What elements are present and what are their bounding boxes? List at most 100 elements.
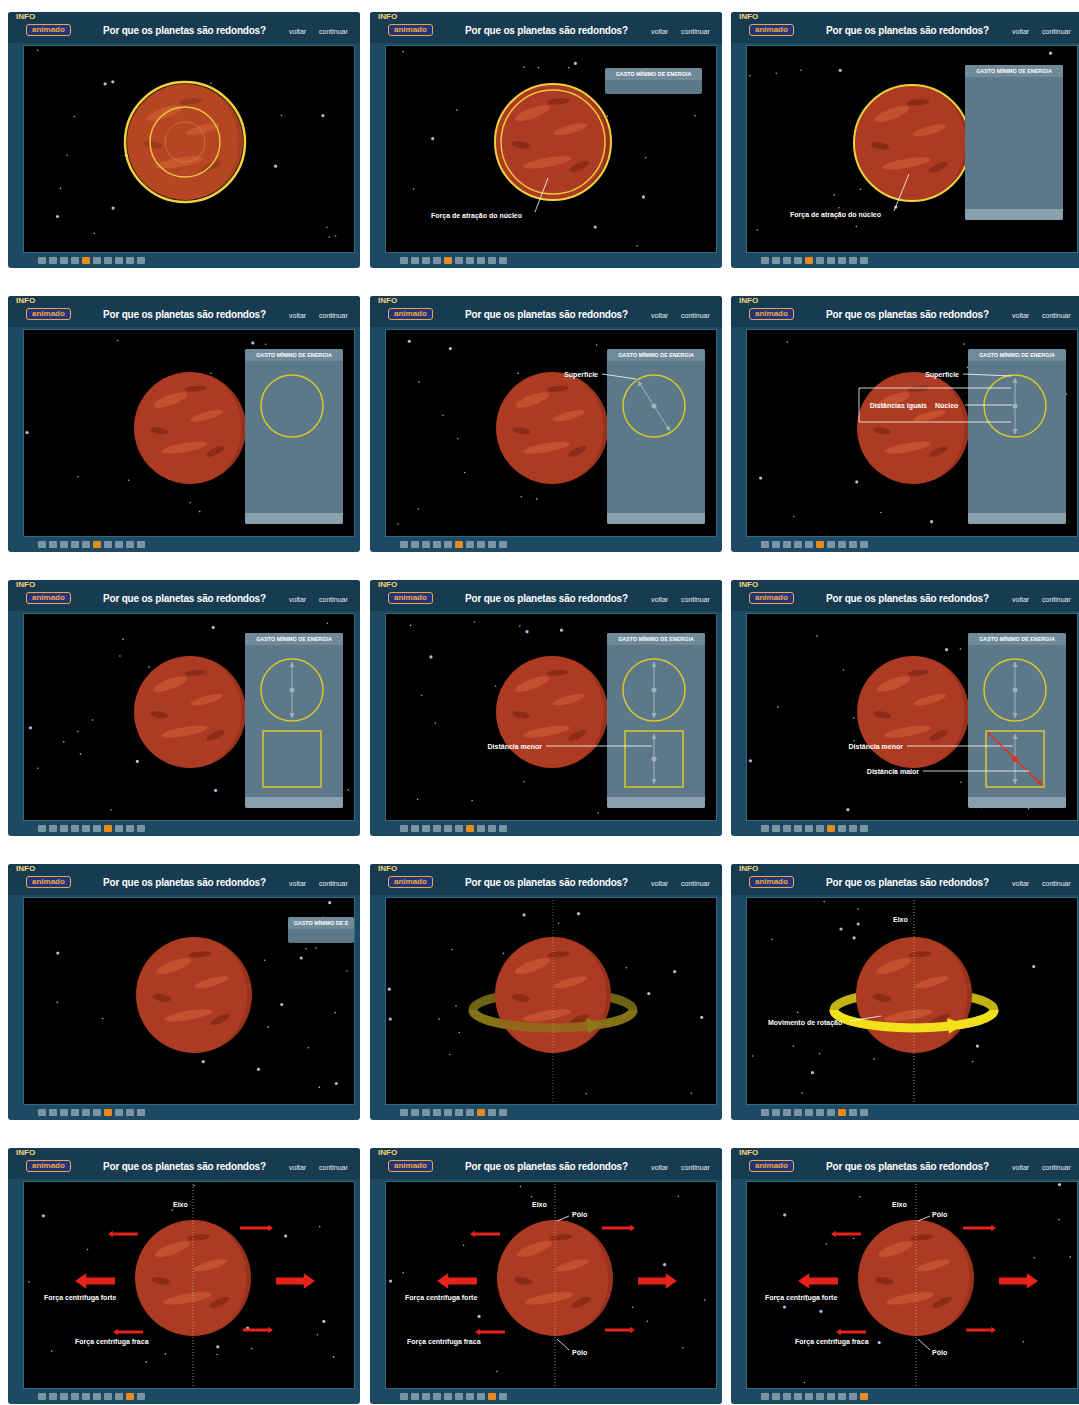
nav-button: continuar bbox=[681, 1164, 710, 1171]
header-bar bbox=[8, 1148, 360, 1179]
axis-line bbox=[916, 1184, 917, 1388]
page-dot bbox=[783, 257, 791, 264]
page-dot bbox=[400, 825, 408, 832]
star bbox=[210, 82, 212, 84]
animation-frame: GASTO MÍNIMO DE ENERGIAINFOanimadoPor qu… bbox=[8, 580, 360, 836]
energy-panel: GASTO MÍNIMO DE ENERGIA bbox=[605, 68, 702, 94]
planet-patch bbox=[522, 1007, 572, 1025]
page-dot bbox=[422, 257, 430, 264]
animation-frame: INFOanimadoPor que os planetas são redon… bbox=[8, 1148, 360, 1404]
star bbox=[418, 508, 420, 510]
space bbox=[747, 898, 1077, 1104]
page-dot bbox=[433, 541, 441, 548]
star bbox=[402, 1272, 404, 1274]
page-dot bbox=[93, 257, 101, 264]
annotation-label: Força de atração do núcleo bbox=[431, 212, 522, 219]
star bbox=[811, 1071, 814, 1074]
star bbox=[77, 476, 79, 478]
page-dot bbox=[71, 1393, 79, 1400]
star bbox=[878, 1341, 881, 1344]
page-dot bbox=[137, 1109, 145, 1116]
page-dot bbox=[849, 257, 857, 264]
planet-patch bbox=[193, 1257, 229, 1274]
page-dot bbox=[816, 1109, 824, 1116]
star bbox=[265, 344, 267, 346]
arrow-head bbox=[1013, 662, 1018, 667]
page-dot bbox=[104, 1109, 112, 1116]
page-dot bbox=[860, 1109, 868, 1116]
star bbox=[117, 340, 119, 342]
planet-patch bbox=[150, 710, 169, 720]
space bbox=[24, 614, 354, 820]
star bbox=[873, 1058, 875, 1060]
page-dot bbox=[499, 825, 507, 832]
star bbox=[317, 1334, 319, 1336]
page-dot bbox=[411, 825, 419, 832]
page-dot bbox=[422, 541, 430, 548]
planet-patch bbox=[160, 723, 208, 740]
page-dot bbox=[455, 825, 463, 832]
page-dot bbox=[838, 257, 846, 264]
planet-patch bbox=[907, 385, 930, 393]
page-dot bbox=[838, 1109, 846, 1116]
title-text: Por que os planetas são redondos? bbox=[826, 878, 989, 888]
nav-button: voltar bbox=[289, 1164, 306, 1171]
star bbox=[802, 1092, 804, 1094]
page-dot bbox=[816, 1393, 824, 1400]
arrow-head bbox=[652, 713, 657, 718]
planet-patch bbox=[514, 673, 551, 695]
star bbox=[663, 1263, 666, 1266]
star bbox=[838, 207, 840, 209]
star bbox=[960, 782, 962, 784]
star bbox=[329, 236, 331, 238]
arrow-head bbox=[1013, 734, 1018, 739]
planet-patch bbox=[549, 1234, 573, 1242]
planet-patch bbox=[511, 993, 530, 1003]
header-bar bbox=[370, 296, 722, 327]
page-dot bbox=[137, 825, 145, 832]
title-text: Por que os planetas são redondos? bbox=[826, 310, 989, 320]
force-arrow bbox=[836, 1329, 866, 1336]
center-dot bbox=[1013, 688, 1018, 693]
nav-button: continuar bbox=[1042, 880, 1071, 887]
star bbox=[777, 706, 779, 708]
page-dot bbox=[455, 1109, 463, 1116]
page-dot bbox=[488, 541, 496, 548]
star bbox=[678, 1195, 680, 1197]
header-bar bbox=[731, 1148, 1079, 1179]
badge-label: animado bbox=[26, 1160, 71, 1172]
force-arrow bbox=[470, 1231, 500, 1238]
arrow-head bbox=[1013, 429, 1018, 434]
page-dot bbox=[455, 257, 463, 264]
panel-footer bbox=[245, 797, 343, 808]
page-dot bbox=[466, 257, 474, 264]
panel-overlay bbox=[731, 864, 1079, 1120]
badge-label: animado bbox=[388, 308, 433, 320]
center-dot bbox=[1013, 757, 1018, 762]
page-dot bbox=[400, 257, 408, 264]
star bbox=[607, 115, 609, 117]
nav-button: continuar bbox=[1042, 312, 1071, 319]
planet-patch bbox=[547, 98, 571, 106]
planet bbox=[854, 85, 970, 201]
nav-button: voltar bbox=[651, 312, 668, 319]
space bbox=[386, 898, 716, 1104]
star bbox=[793, 1045, 795, 1047]
star bbox=[783, 1213, 786, 1216]
force-arrow bbox=[999, 1273, 1038, 1288]
energy-panel: GASTO MÍNIMO DE ENERGIA bbox=[607, 633, 705, 808]
screen-border bbox=[386, 1182, 717, 1389]
planet-patch bbox=[883, 723, 931, 740]
screen-border bbox=[747, 46, 1078, 253]
page-dot bbox=[60, 825, 68, 832]
planet-patch bbox=[150, 426, 169, 436]
page-dot bbox=[455, 1393, 463, 1400]
header-bar bbox=[731, 12, 1079, 43]
energy-panel: GASTO MÍNIMO DE ENERGIA bbox=[245, 633, 343, 808]
page-dot bbox=[93, 1109, 101, 1116]
badge-label: animado bbox=[26, 24, 71, 36]
arrow-head bbox=[1013, 713, 1018, 718]
panel-overlay bbox=[370, 864, 722, 1120]
star bbox=[413, 188, 415, 190]
page-dot bbox=[411, 1109, 419, 1116]
